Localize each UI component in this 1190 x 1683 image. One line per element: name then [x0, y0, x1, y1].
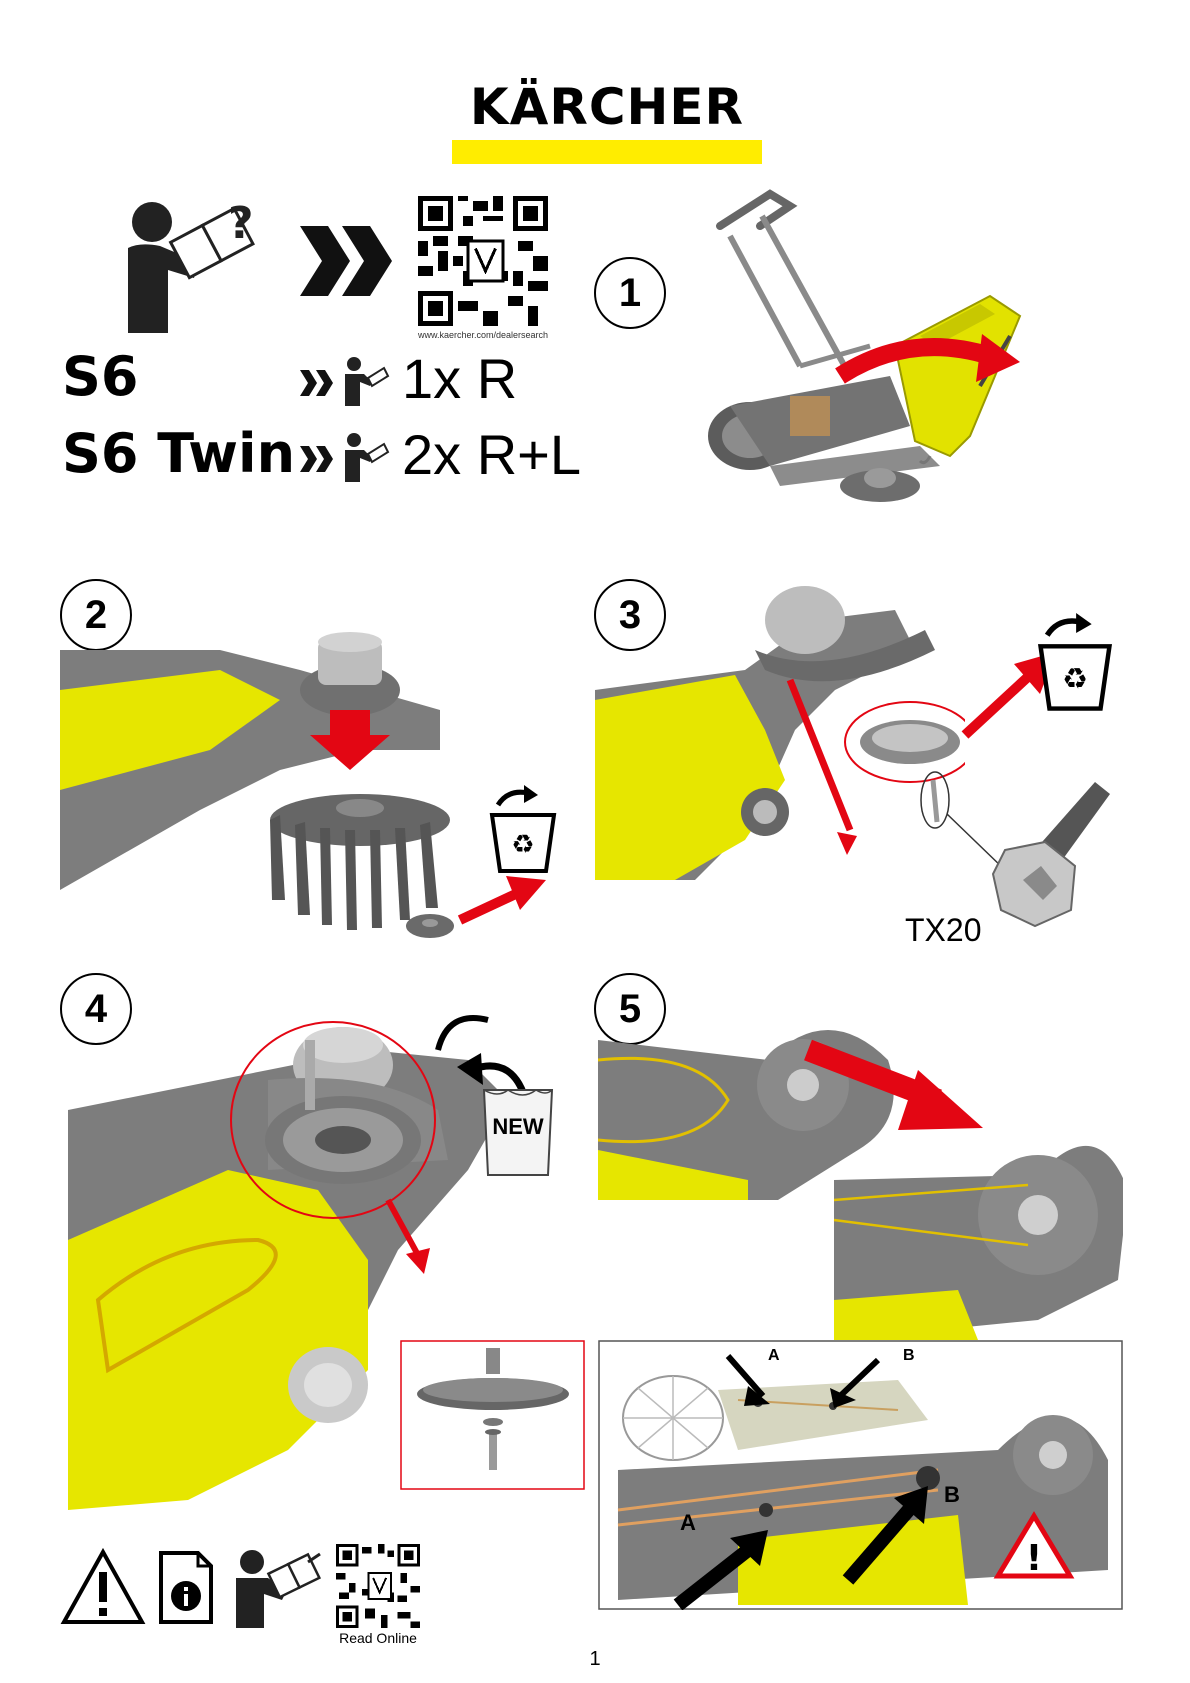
double-chevron-right-icon: [300, 226, 392, 296]
model-quantity-s6-twin: 2x R+L: [402, 423, 581, 486]
read-online-label[interactable]: Read Online: [339, 1630, 417, 1646]
brand-logo: KÄRCHER: [469, 78, 745, 136]
model-name-s6-twin: S6 Twin: [62, 422, 296, 485]
dealer-url[interactable]: www.kaercher.com/dealersearch: [417, 330, 549, 340]
dealer-qr-code[interactable]: [418, 196, 548, 326]
belt-point-a-label-top: A: [768, 1347, 780, 1364]
step-4-new-pulley-illustration: [68, 1015, 508, 1510]
belt-point-b-label-top: B: [903, 1347, 915, 1364]
belt-point-a-label: A: [680, 1510, 696, 1535]
recycle-bin-icon: ♻: [1037, 613, 1113, 711]
tool-size-label: TX20: [905, 912, 982, 948]
warning-triangle-icon: [60, 1548, 146, 1624]
step-2-brush-removal-illustration: [60, 632, 546, 938]
step-5-detail-box: !: [598, 1340, 1123, 1610]
recycle-bin-icon: ♻: [489, 785, 557, 873]
person-manual-small-icon: [345, 433, 390, 482]
arrow-small-icon: [300, 370, 333, 396]
svg-text:!: !: [1026, 1538, 1042, 1579]
person-reading-manual-icon: [236, 1550, 322, 1628]
person-manual-small-icon: [345, 357, 390, 406]
svg-text:♻: ♻: [511, 830, 534, 860]
new-parts-label: NEW: [492, 1114, 544, 1139]
person-reading-manual-icon: ?: [128, 200, 255, 333]
step-2-number: 2: [60, 579, 132, 651]
svg-text:?: ?: [228, 200, 254, 249]
step-1-number: 1: [594, 257, 666, 329]
model-name-s6: S6: [62, 345, 139, 408]
step-4-parts-detail-box: [400, 1340, 585, 1490]
new-parts-bag-icon: [482, 1089, 554, 1176]
page-number: 1: [589, 1648, 601, 1670]
step-5-belt-routing-illustration: [598, 1030, 1123, 1340]
step-4-number: 4: [60, 973, 132, 1045]
read-online-qr-code[interactable]: [336, 1544, 420, 1628]
step-1-sweeper-illustration: [708, 189, 1022, 502]
step-5-number: 5: [594, 973, 666, 1045]
step-3-pulley-removal-illustration: [595, 586, 965, 880]
model-quantity-s6: 1x R: [402, 347, 518, 410]
info-document-icon: [159, 1551, 213, 1624]
belt-point-b-label: B: [944, 1482, 960, 1507]
brand-logo-bar: [452, 140, 762, 164]
step-3-number: 3: [594, 579, 666, 651]
arrow-small-icon: [300, 446, 333, 472]
svg-text:♻: ♻: [1062, 662, 1088, 696]
tx20-screw-bit-illustration: [920, 771, 1110, 928]
